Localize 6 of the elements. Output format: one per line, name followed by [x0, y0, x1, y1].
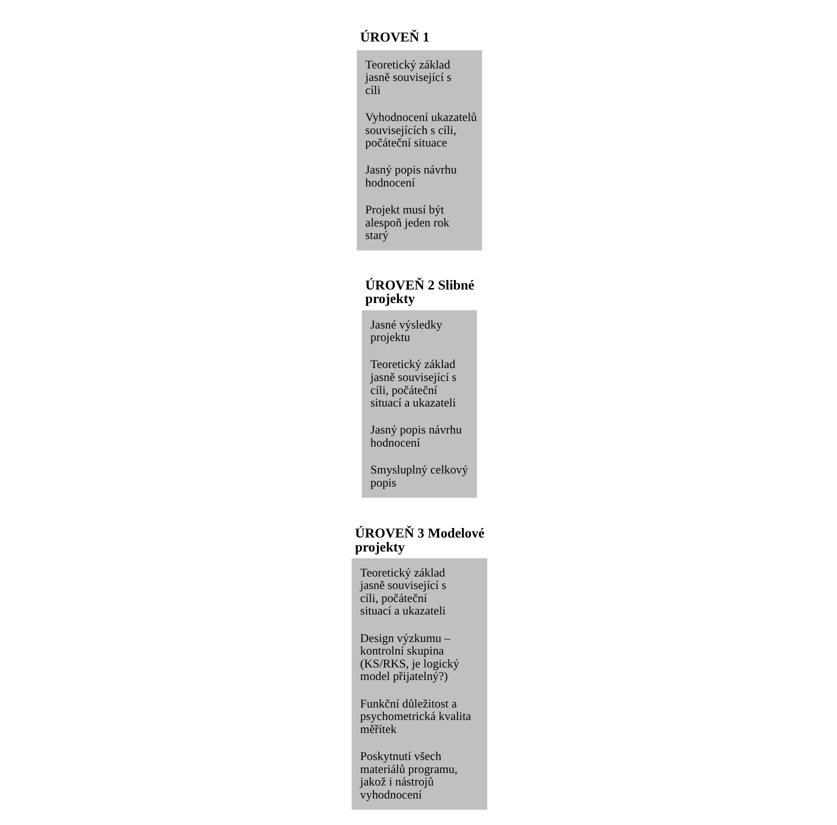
- node-label: ÚROVEŇ 2 Slibné projekty: [364, 278, 474, 306]
- node-label: ÚROVEŇ 1: [360, 30, 429, 45]
- node-box: Teoretický základ jasně související s cíli Vyhodnocení ukazatelů souvisejících s cíli, počáteční situace Jasný popis návrhu hodnocení Projekt musí být alespoň jeden rok starý: [356, 50, 482, 251]
- node-box: Teoretický základ jasně související s cíli, počáteční situací a ukazateli Design výzkumu – kontrolní skupina (KS/RKS, je logický model přijatelný?) Funkční důležitost a psychometrická kvalita měřítek Poskytnutí všech materiálů programu, jakož i nástrojů vyhodnocení: [351, 558, 487, 810]
- node-label: ÚROVEŇ 3 Modelové projekty: [354, 526, 484, 554]
- node-box: Jasné výsledky projektu Teoretický základ jasně související s cíli, počáteční situací a ukazateli Jasný popis návrhu hodnocení Smysluplný celkový popis: [361, 310, 476, 498]
